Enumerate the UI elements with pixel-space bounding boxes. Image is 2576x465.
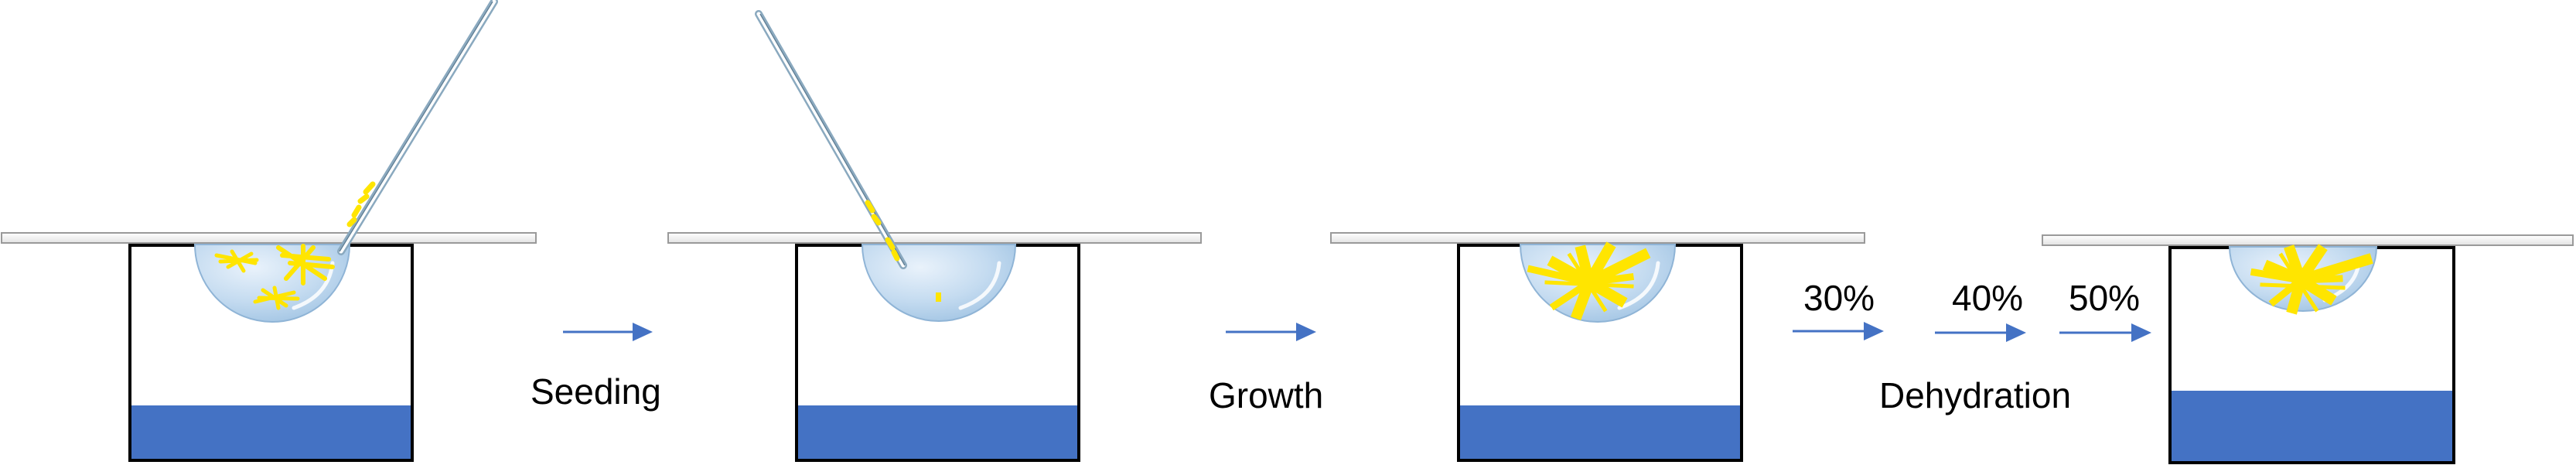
- reservoir-liquid: [2171, 391, 2453, 462]
- seeding-probe-icon: [337, 0, 498, 255]
- crystal-cluster-icon: [1527, 241, 1651, 321]
- cover-slide: [1330, 232, 1865, 244]
- arrow-30-percent: [1793, 322, 1884, 340]
- cover-slide: [1, 232, 537, 244]
- label-50-percent: 50%: [2069, 278, 2140, 318]
- stage-3-grown: [1330, 232, 1865, 462]
- stage-2-seeded: [667, 10, 1202, 462]
- arrow-40-percent: [1935, 323, 2026, 342]
- stage-4-dehydrated: [2042, 234, 2574, 464]
- arrow-seeding: [563, 323, 653, 341]
- arrow-growth: [1226, 323, 1316, 341]
- arrow-50-percent: [2059, 323, 2151, 342]
- label-40-percent: 40%: [1952, 278, 2023, 318]
- label-growth: Growth: [1209, 375, 1323, 415]
- label-dehydration: Dehydration: [1879, 375, 2071, 415]
- cover-slide: [2042, 234, 2574, 246]
- drop-highlight: [958, 261, 1001, 310]
- crystal-seed: [936, 292, 941, 302]
- drop-highlight: [1617, 261, 1660, 310]
- seeding-probe-icon: [755, 10, 907, 269]
- cover-slide: [667, 232, 1202, 244]
- label-seeding: Seeding: [531, 371, 661, 412]
- label-30-percent: 30%: [1803, 278, 1875, 318]
- reservoir-liquid: [131, 405, 411, 460]
- stage-1-initial: [1, 0, 537, 462]
- crystal-cluster-icon: [214, 244, 335, 310]
- reservoir-liquid: [1459, 405, 1741, 460]
- drop-highlight: [292, 261, 335, 310]
- crystal-cluster-icon: [2250, 244, 2373, 315]
- reservoir-liquid: [797, 405, 1078, 460]
